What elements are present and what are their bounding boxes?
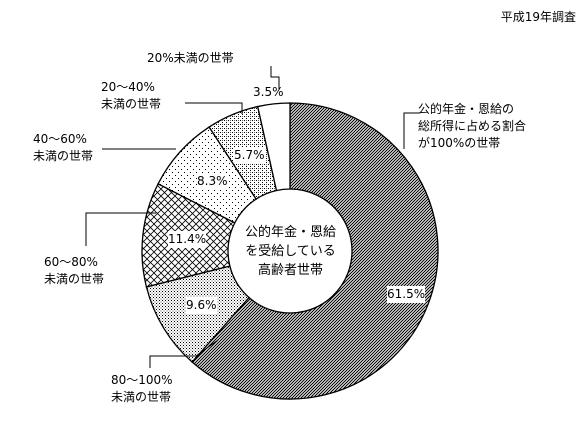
pie-slice xyxy=(191,102,439,400)
center-label-line: を受給している xyxy=(245,244,336,259)
slice-value-label: 9.6% xyxy=(186,297,217,314)
leader-line xyxy=(149,339,219,368)
center-label-line: 公的年金・恩給 xyxy=(245,225,337,240)
pie-slice xyxy=(256,102,291,192)
slice-value-label: 8.3% xyxy=(197,173,228,190)
slice-category-label-line: 40～60% xyxy=(33,132,87,146)
slice-category-label-line: 未満の世帯 xyxy=(33,149,94,163)
leader-line xyxy=(85,212,156,246)
slice-category-label-line: 未満の世帯 xyxy=(44,272,105,286)
center-label: 公的年金・恩給を受給している高齢者世帯 xyxy=(245,223,336,280)
slice-category-label: 20%未満の世帯 xyxy=(147,50,234,67)
slice-category-label-line: 公的年金・恩給の xyxy=(418,102,515,116)
slice-category-label-line: 未満の世帯 xyxy=(111,390,172,404)
slice-category-label: 60～80% 未満の世帯 xyxy=(44,254,104,288)
slice-value-label: 3.5% xyxy=(253,85,284,99)
slice-value-label: 5.7% xyxy=(234,147,265,164)
leader-line xyxy=(270,66,280,90)
slice-category-label-line: が100%の世帯 xyxy=(418,136,501,150)
survey-note: 平成19年調査 xyxy=(500,10,576,24)
center-label-line: 高齢者世帯 xyxy=(258,263,324,278)
slice-category-label-line: 未満の世帯 xyxy=(101,97,162,111)
slice-category-label-line: 80～100% xyxy=(111,373,173,387)
leader-line xyxy=(185,102,243,114)
slice-value-label: 11.4% xyxy=(168,231,207,248)
slice-value-label: 61.5% xyxy=(387,286,426,303)
slice-category-label: 20～40% 未満の世帯 xyxy=(101,79,161,113)
slice-category-label: 40～60% 未満の世帯 xyxy=(33,131,93,165)
slice-category-label-line: 20%未満の世帯 xyxy=(147,51,234,65)
slice-category-label-line: 60～80% xyxy=(44,255,98,269)
slice-category-label-line: 20～40% xyxy=(101,80,155,94)
leader-line xyxy=(403,112,420,149)
slice-category-label: 80～100% 未満の世帯 xyxy=(111,372,173,406)
slice-category-label-line: 総所得に占める割合 xyxy=(418,119,527,133)
slice-category-label: 公的年金・恩給の総所得に占める割合が100%の世帯 xyxy=(418,101,526,152)
